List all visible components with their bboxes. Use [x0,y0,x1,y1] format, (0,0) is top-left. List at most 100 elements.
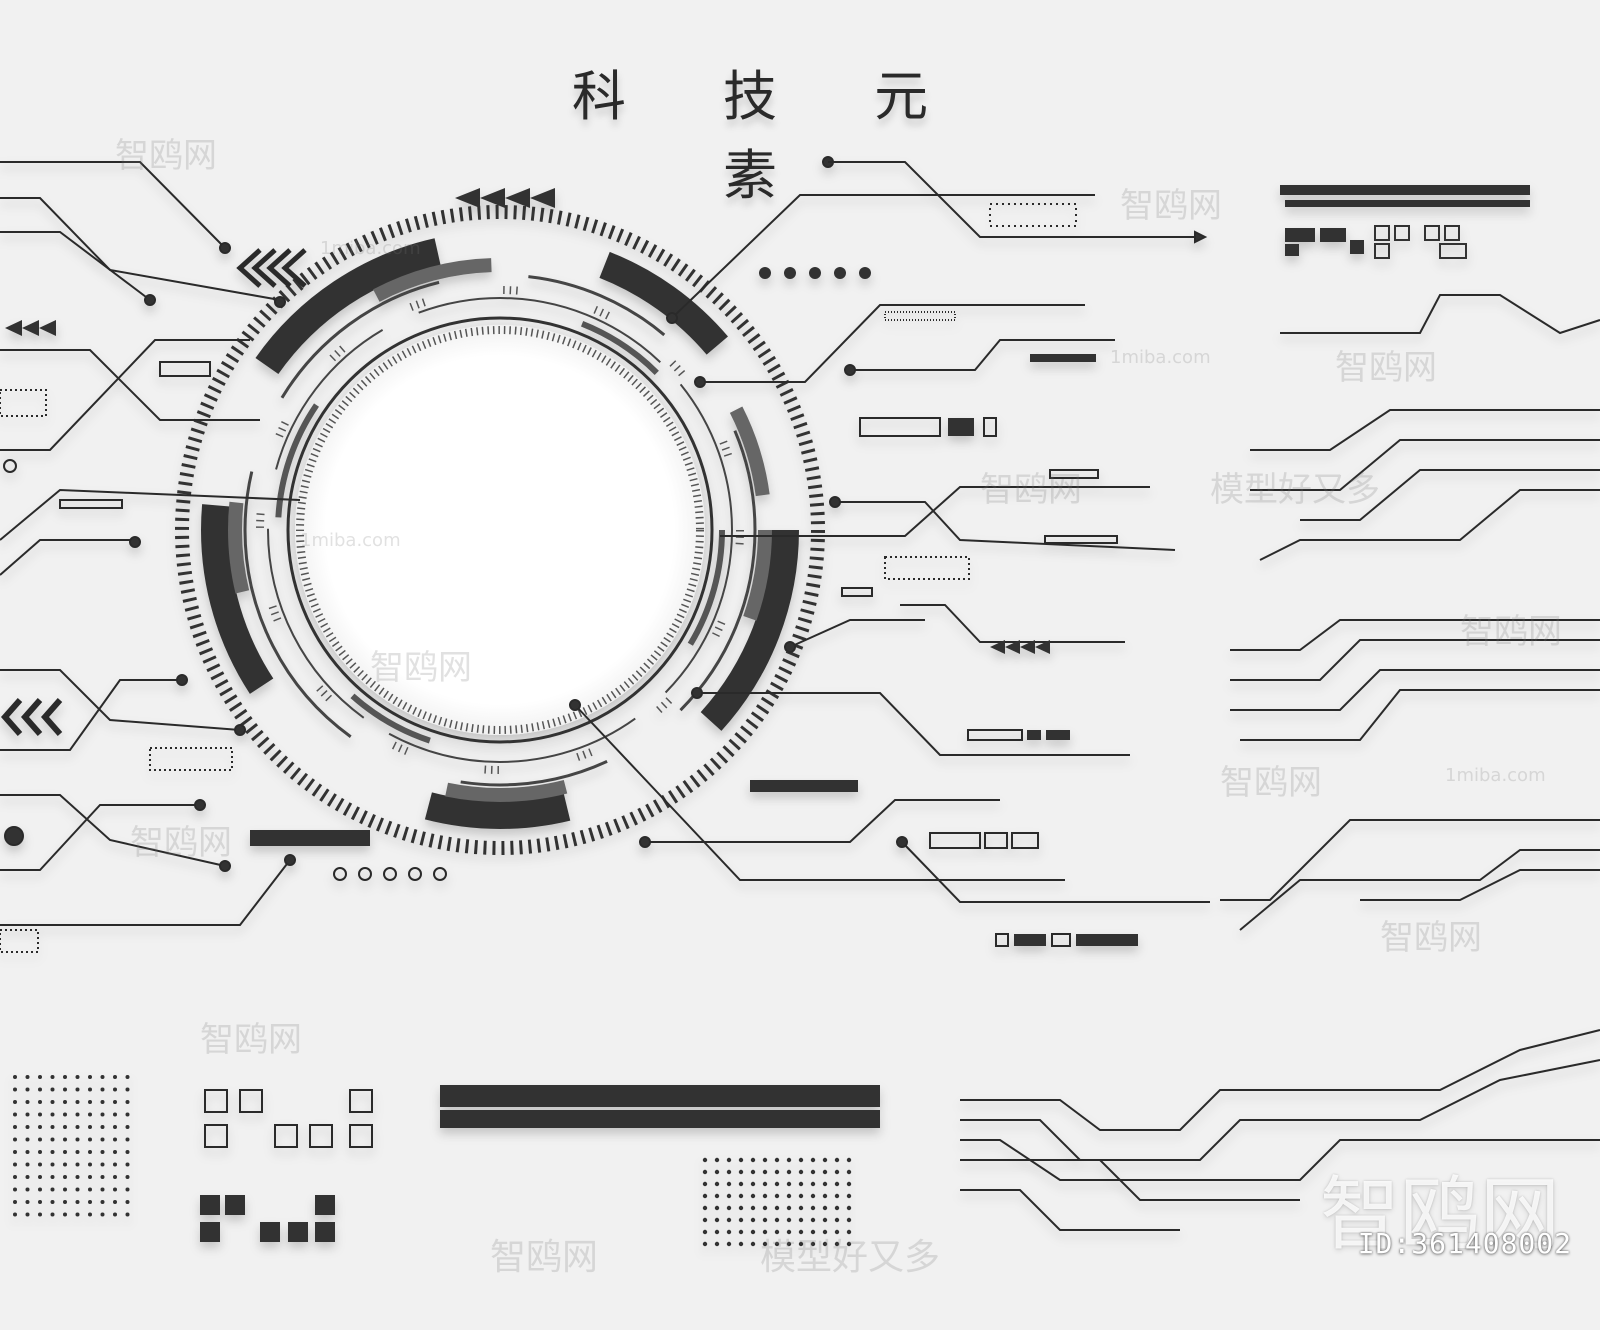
grid-dot [726,1181,732,1187]
grid-dot [38,1087,42,1092]
grid-dot [822,1229,828,1235]
grid-dot [774,1205,780,1211]
grid-dot [810,1241,816,1247]
grid-dot [13,1162,17,1167]
grid-dot [88,1087,92,1092]
grid-dot [88,1150,92,1154]
grid-dot [38,1137,42,1142]
grid-dot [88,1200,92,1204]
grid-dot [834,1241,840,1247]
grid-dot [63,1187,67,1192]
grid-dot [63,1137,67,1142]
watermark-brand: 智鸥网 [370,648,472,688]
grid-dot [100,1187,105,1192]
grid-dot [750,1241,756,1247]
central-hud-ring [175,188,871,881]
grid-dot [50,1075,55,1079]
grid-dot [762,1241,768,1247]
grid-dot [738,1169,744,1175]
grid-dot [762,1169,768,1175]
grid-dot [100,1137,105,1142]
grid-dot [810,1229,816,1235]
grid-dot [834,1193,840,1199]
grid-dot [25,1100,30,1104]
grid-dot [25,1087,30,1092]
grid-dot [25,1150,30,1154]
grid-dot [702,1169,708,1175]
grid-dot [38,1100,42,1104]
grid-dot [822,1241,828,1247]
grid-dot [113,1100,117,1104]
grid-dot [786,1205,792,1211]
grid-dot [726,1169,732,1175]
grid-dot [88,1137,92,1142]
grid-dot [750,1157,756,1163]
grid-dot [786,1193,792,1199]
grid-dot [100,1100,105,1104]
grid-dot [100,1200,105,1204]
grid-dot [726,1157,732,1163]
grid-dot [88,1212,92,1217]
watermark-brand: 智鸥网 [130,823,232,863]
grid-dot [798,1169,804,1175]
grid-dot [100,1162,105,1167]
grid-dot [38,1212,42,1217]
grid-dot [63,1100,67,1104]
grid-dot [75,1100,80,1104]
grid-dot [88,1187,92,1192]
grid-dot [125,1150,130,1154]
grid-dot [75,1150,80,1154]
grid-dot [88,1100,92,1104]
grid-dot [25,1075,30,1079]
grid-dot [100,1125,105,1129]
grid-dot [75,1212,80,1217]
grid-dot [75,1187,80,1192]
grid-dot [726,1217,732,1223]
grid-dot [762,1205,768,1211]
grid-dot [846,1193,852,1199]
grid-dot [125,1137,130,1142]
grid-dot [822,1205,828,1211]
grid-dot [834,1181,840,1187]
grid-dot [75,1162,80,1167]
grid-dot [13,1187,17,1192]
grid-dot [50,1175,55,1179]
right-circuit-lines [569,156,1210,947]
grid-dot [113,1150,117,1154]
grid-dot [100,1175,105,1179]
grid-dot [50,1162,55,1167]
grid-dot [714,1241,720,1247]
grid-dot [125,1075,130,1079]
watermark-brand: 智鸥网 [1220,763,1322,803]
grid-dot [846,1205,852,1211]
grid-dot [702,1181,708,1187]
grid-dot [88,1125,92,1129]
grid-dot [63,1200,67,1204]
grid-dot [714,1229,720,1235]
watermark-brand: 智鸥网 [1380,918,1482,958]
grid-dot [38,1175,42,1179]
grid-dot [13,1212,17,1217]
watermark-site: 1miba.com [1110,347,1211,368]
grid-dot [786,1217,792,1223]
grid-dot [750,1181,756,1187]
grid-dot [702,1229,708,1235]
grid-dot [774,1217,780,1223]
grid-dot [113,1125,117,1129]
grid-dot [798,1241,804,1247]
grid-dot [846,1241,852,1247]
grid-dot [726,1193,732,1199]
grid-dot [63,1162,67,1167]
page-title: 科 技 元 素 [571,65,969,207]
grid-dot [822,1157,828,1163]
grid-dot [25,1212,30,1217]
grid-dot [125,1175,130,1179]
grid-dot [786,1169,792,1175]
watermark-brand: 智鸥网 [1335,348,1437,388]
watermark-slogan: 模型好又多 [1210,470,1380,510]
grid-dot [762,1217,768,1223]
grid-dot [75,1137,80,1142]
grid-dot [100,1087,105,1092]
grid-dot [38,1112,42,1117]
